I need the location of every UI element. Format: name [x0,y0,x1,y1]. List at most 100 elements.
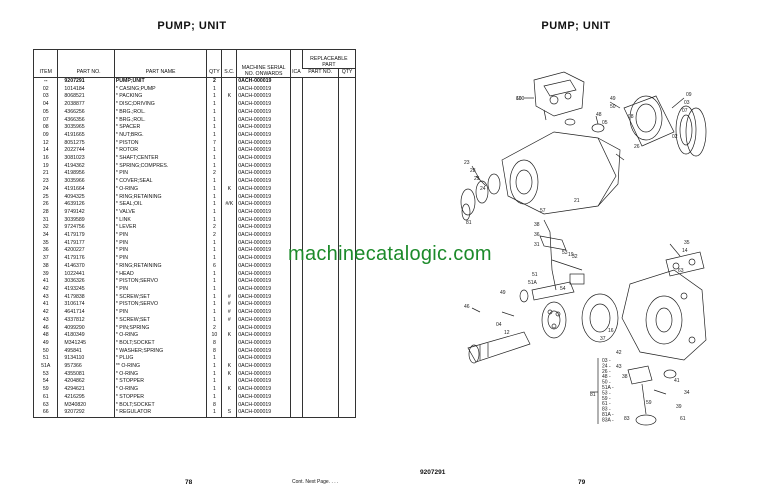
group-callout-label: 83 - [602,407,611,413]
cell-empty [301,139,339,148]
cell-empty [338,378,356,387]
cell-item: 19 [42,162,49,169]
callout-label: 83 [624,416,630,422]
callout-label: 32 [572,254,578,260]
cell-item: 43 [42,316,49,323]
cell-sc [221,270,237,279]
cell-empty [301,270,339,279]
cell-empty [290,393,303,402]
cell-empty [338,301,356,310]
cell-empty [301,278,339,286]
cell-empty [338,216,356,225]
callout-label: 81 [590,392,596,398]
cell-part-no: 3035965 [57,124,115,132]
cell-item: 39 [42,270,49,277]
cell-sc [221,131,237,140]
cell-part-name: * PIN [113,232,207,240]
cell-serial: 0ACH-000019 [236,301,291,310]
cell-qty: 2 [206,324,222,333]
callout-label: 35 [684,240,690,246]
cell-empty [301,116,339,125]
cell-part-no: 4099290 [57,324,115,333]
cell-empty [338,285,356,294]
cell-item: 26 [42,201,49,208]
cell-empty [338,131,356,140]
cell-empty [338,155,356,163]
cell-sc [221,278,237,286]
cell-part-name: * PISTON [113,139,207,148]
cell-part-name: * STOPPER [113,378,207,387]
cell-empty [290,108,303,117]
cell-empty [290,124,303,132]
cell-serial: 0ACH-000019 [236,309,291,317]
cell-empty [290,363,303,371]
cell-serial: 0ACH-000019 [236,224,291,233]
cell-empty [290,301,303,310]
cell-part-no: 4204862 [57,378,115,387]
callout-label: 38 [534,222,540,228]
cell-item: 21 [42,170,49,177]
cell-qty: 1 [206,208,222,217]
cell-empty [301,93,339,102]
cell-part-no: 4641714 [57,309,115,317]
callout-label: 100 [516,96,525,102]
cell-serial: 0ACH-000019 [236,147,291,156]
cell-sc [221,162,237,171]
cell-item: 42 [42,285,49,292]
cell-serial: 0ACH-000019 [236,255,291,263]
cell-empty [290,147,303,156]
cell-empty [301,85,339,94]
callout-label: 16 [608,328,614,334]
header-part-name: PART NAME [113,49,207,78]
cell-qty: 1 [206,124,222,132]
cell-empty [338,247,356,256]
cell-part-name: * PIN [113,255,207,263]
cell-part-no: 1014184 [57,85,115,94]
page-number: 78 [185,479,193,486]
cell-empty [301,301,339,310]
cell-part-name: * O-RING [113,332,207,340]
cell-serial: 0ACH-000019 [236,355,291,364]
cell-empty [301,339,339,348]
cell-qty: 1 [206,293,222,302]
cell-empty [290,247,303,256]
cell-empty [290,332,303,340]
cell-empty [290,178,303,186]
callout-label: 05 [602,120,608,126]
cell-part-name: * NUT;BRG. [113,131,207,140]
header-part-no: PART NO. [57,49,115,78]
cell-serial: 0ACH-000019 [236,393,291,402]
callout-label: 38 [622,374,628,380]
cell-sc: # [221,316,237,325]
cell-part-name: * PACKING [113,93,207,102]
cell-serial: 0ACH-000019 [236,108,291,117]
cell-serial: 0ACH-000019 [236,101,291,109]
cell-sc: #/K [221,201,237,209]
cell-part-name: * REGULATOR [113,409,207,418]
group-callout-label: 81A - [602,412,614,418]
cell-serial: 0ACH-000019 [236,347,291,356]
cell-part-no: 4294621 [57,386,115,394]
cell-qty: 1 [206,363,222,371]
cell-sc: # [221,309,237,317]
cell-sc [221,170,237,179]
cell-qty: 2 [206,170,222,179]
cell-empty [338,124,356,132]
header-machine-serial: MACHINE SERIAL NO. ONWARDS [236,49,291,78]
callout-label: 53 [562,250,568,256]
cell-part-name: ** O-RING [113,363,207,371]
cell-empty [290,116,303,125]
cell-item: 61 [42,393,49,400]
cell-empty [290,139,303,148]
cell-part-no: 4198956 [57,170,115,179]
cell-qty: 1 [206,270,222,279]
cell-qty: 8 [206,339,222,348]
cell-sc [221,147,237,156]
